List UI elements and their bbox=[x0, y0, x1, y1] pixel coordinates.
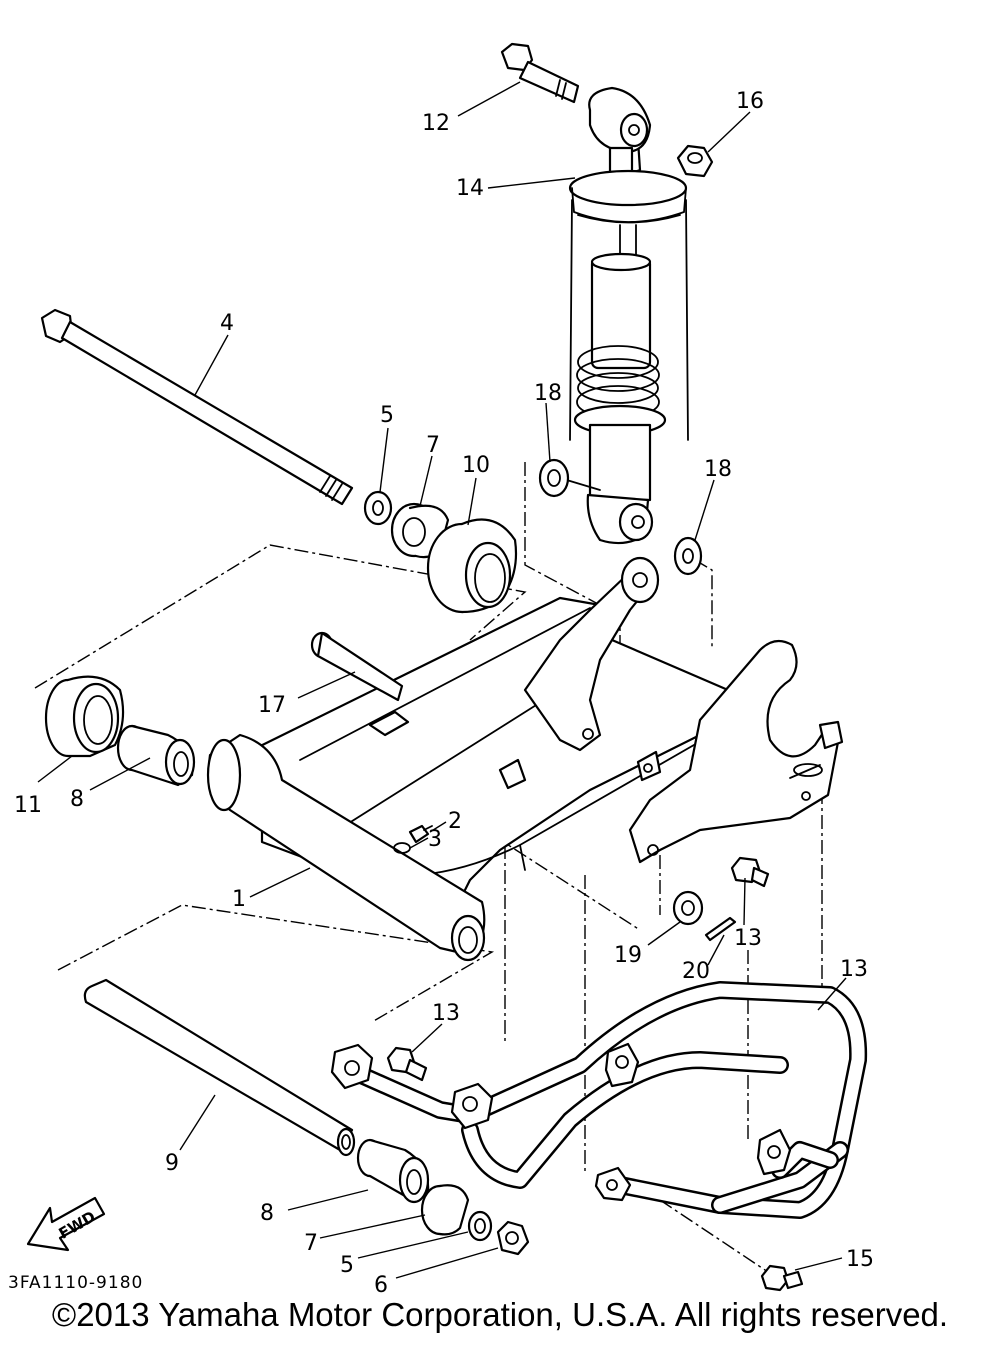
cotter-pin-20 bbox=[704, 916, 737, 942]
bolt-13-left bbox=[386, 1046, 428, 1082]
nut-6 bbox=[496, 1220, 530, 1256]
callout-labels: 12 16 14 4 5 7 10 18 18 17 11 8 2 3 1 19… bbox=[14, 89, 874, 1298]
callout-18-lower: 18 bbox=[704, 457, 732, 482]
swingarm bbox=[206, 556, 844, 962]
grease-nipple-2 bbox=[408, 824, 433, 844]
bumper bbox=[330, 981, 868, 1219]
callout-16: 16 bbox=[736, 89, 764, 114]
bushing-10 bbox=[426, 518, 518, 614]
collar-18-lower bbox=[673, 536, 703, 576]
callout-13-right: 13 bbox=[734, 926, 762, 951]
callout-7-lower: 7 bbox=[304, 1231, 318, 1256]
callout-14: 14 bbox=[456, 176, 484, 201]
callout-5-lower: 5 bbox=[340, 1253, 354, 1278]
callout-15: 12 bbox=[422, 111, 450, 136]
callout-13-left: 13 bbox=[432, 1001, 460, 1026]
pivot-shaft bbox=[40, 308, 354, 506]
callout-8-upper: 8 bbox=[70, 787, 84, 812]
shock-absorber bbox=[559, 86, 689, 545]
washer-5-lower bbox=[467, 1210, 493, 1242]
lower-shaft-9 bbox=[83, 978, 356, 1157]
callout-10: 10 bbox=[462, 453, 490, 478]
callout-5-upper: 5 bbox=[380, 403, 394, 428]
collar-19 bbox=[672, 890, 704, 926]
callout-12: 13 bbox=[840, 957, 868, 982]
callout-9: 9 bbox=[165, 1151, 179, 1176]
callout-8-lower: 8 bbox=[260, 1201, 274, 1226]
callout-7-upper: 7 bbox=[426, 433, 440, 458]
fwd-arrow-icon: FWD bbox=[26, 1196, 106, 1252]
diagram-code: 3FA1110-9180 bbox=[8, 1273, 143, 1293]
bolt-13-right bbox=[730, 856, 770, 888]
collar-18-upper bbox=[538, 458, 570, 498]
copyright-notice: ©2013 Yamaha Motor Corporation, U.S.A. A… bbox=[51, 1296, 949, 1333]
callout-20: 20 bbox=[682, 959, 710, 984]
collar-8-lower bbox=[356, 1138, 430, 1204]
washer-5-upper bbox=[363, 490, 393, 526]
bushing-11 bbox=[44, 675, 125, 758]
callout-4: 4 bbox=[220, 311, 234, 336]
bushing-7-lower bbox=[420, 1184, 470, 1236]
callout-1: 1 bbox=[232, 887, 246, 912]
callout-2: 2 bbox=[448, 809, 462, 834]
callout-19: 19 bbox=[614, 943, 642, 968]
callout-13-bottom: 15 bbox=[846, 1247, 874, 1272]
callout-6: 6 bbox=[374, 1273, 388, 1298]
nut-16 bbox=[676, 144, 714, 178]
callout-11: 11 bbox=[14, 793, 42, 818]
callout-3: 3 bbox=[428, 827, 442, 852]
bolt-13-bottom bbox=[760, 1264, 804, 1292]
callout-18-upper: 18 bbox=[534, 381, 562, 406]
collar-8-upper bbox=[116, 724, 196, 787]
leader-lines bbox=[37, 81, 847, 1279]
bolt-15 bbox=[500, 42, 580, 104]
callout-17: 17 bbox=[258, 693, 286, 718]
pin-17 bbox=[310, 631, 404, 702]
